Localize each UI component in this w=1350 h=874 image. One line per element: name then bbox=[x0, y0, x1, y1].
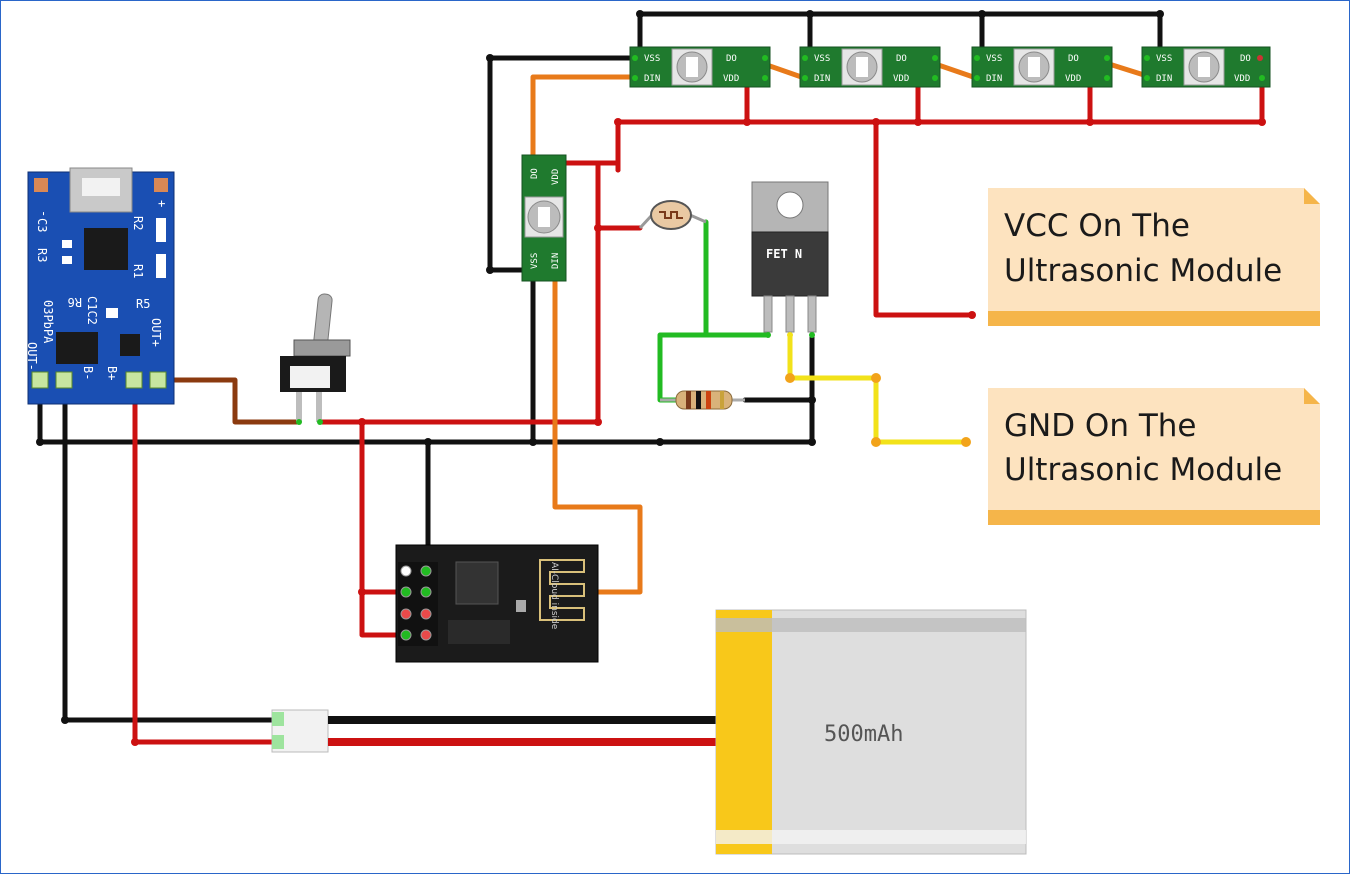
label-minus: - bbox=[37, 210, 51, 217]
pin-vss: VSS bbox=[1156, 54, 1172, 64]
pin-din: DIN bbox=[644, 74, 660, 84]
junctions-red bbox=[131, 118, 1266, 746]
note-gnd: GND On The Ultrasonic Module bbox=[988, 388, 1320, 525]
pin-vss: VSS bbox=[644, 54, 660, 64]
pin-vss: VSS bbox=[986, 54, 1002, 64]
wire-drain-ultrasonic bbox=[787, 332, 969, 445]
pin-vdd: VDD bbox=[893, 74, 909, 84]
wire-vcc-led-strip bbox=[615, 77, 1265, 173]
label-b-plus: B+ bbox=[105, 366, 119, 380]
pin-vss: VSS bbox=[814, 54, 830, 64]
esp-label: AI-Cloud inside bbox=[549, 562, 559, 630]
label-b-minus: B- bbox=[81, 366, 95, 380]
led-segment-1: VSS DIN DO VDD bbox=[629, 46, 771, 88]
label-out-plus: OUT+ bbox=[149, 318, 163, 347]
esp01-module: AI-Cloud inside bbox=[395, 544, 599, 663]
pin-din: DIN bbox=[1156, 74, 1172, 84]
pin-vdd: VDD bbox=[723, 74, 739, 84]
wire-vcc-esp bbox=[359, 419, 407, 638]
led-segment-2: VSS DIN DO VDD bbox=[799, 46, 941, 88]
label-r2: R2 bbox=[131, 216, 145, 230]
note-gnd-line2: Ultrasonic Module bbox=[1004, 452, 1282, 488]
led-segment-4: VSS DIN DO VDD bbox=[1141, 46, 1271, 88]
led-segment-3: VSS DIN DO VDD bbox=[971, 46, 1113, 88]
wire-ldr-gate bbox=[657, 219, 709, 403]
wire-ground-battery bbox=[62, 377, 723, 723]
wire-vcc-ultrasonic bbox=[873, 119, 975, 318]
label-r1: R1 bbox=[131, 264, 145, 278]
pin-din: DIN bbox=[814, 74, 830, 84]
battery-label: 500mAh bbox=[824, 722, 903, 747]
pin-vss: VSS bbox=[530, 253, 540, 269]
pin-do: DO bbox=[896, 54, 907, 64]
pin-do: DO bbox=[1240, 54, 1251, 64]
pin-din: DIN bbox=[551, 253, 561, 269]
led-strip: VSS DIN DO VDD VSS DIN DO VDD VSS DIN bbox=[629, 46, 1271, 88]
wire-data-led-din bbox=[530, 74, 643, 166]
battery: 500mAh bbox=[271, 609, 1027, 855]
label-r6: R6 bbox=[68, 295, 82, 309]
wires bbox=[37, 11, 1265, 745]
pin-do: DO bbox=[726, 54, 737, 64]
pin-din: DIN bbox=[986, 74, 1002, 84]
single-led: DO VDD VSS DIN bbox=[521, 154, 567, 282]
label-prog: 03PbPA bbox=[41, 300, 55, 344]
mosfet-label: FET N bbox=[766, 247, 802, 261]
note-vcc: VCC On The Ultrasonic Module bbox=[988, 188, 1320, 326]
ldr bbox=[638, 200, 707, 230]
pin-vdd: VDD bbox=[1234, 74, 1250, 84]
junctions-yellow bbox=[785, 373, 971, 447]
label-r3: R3 bbox=[35, 248, 49, 262]
pin-vdd: VDD bbox=[551, 169, 561, 185]
wire-vcc-single-led bbox=[552, 160, 621, 173]
mosfet: FET N bbox=[751, 181, 829, 338]
wire-ground-led-top bbox=[637, 11, 1163, 61]
label-plus: + bbox=[155, 200, 169, 207]
label-r5: R5 bbox=[136, 297, 150, 311]
note-vcc-line1: VCC On The bbox=[1004, 208, 1190, 244]
toggle-switch bbox=[280, 293, 351, 425]
pin-vdd: VDD bbox=[1065, 74, 1081, 84]
label-out-minus: OUT- bbox=[25, 342, 39, 371]
pin-do: DO bbox=[530, 168, 540, 179]
pin-do: DO bbox=[1068, 54, 1079, 64]
resistor bbox=[660, 390, 745, 410]
junctions bbox=[36, 10, 1164, 724]
wire-ground-to-led-vss bbox=[487, 55, 643, 273]
label-c3: C3 bbox=[35, 218, 49, 232]
note-vcc-line2: Ultrasonic Module bbox=[1004, 253, 1282, 289]
note-gnd-line1: GND On The bbox=[1004, 408, 1197, 444]
label-c1c2: C1C2 bbox=[85, 296, 99, 325]
wire-out-plus-switch bbox=[157, 377, 300, 425]
charger-board: - + C3 R3 R2 R1 R6 C1C2 R5 03PbPA OUT- O… bbox=[25, 167, 175, 405]
